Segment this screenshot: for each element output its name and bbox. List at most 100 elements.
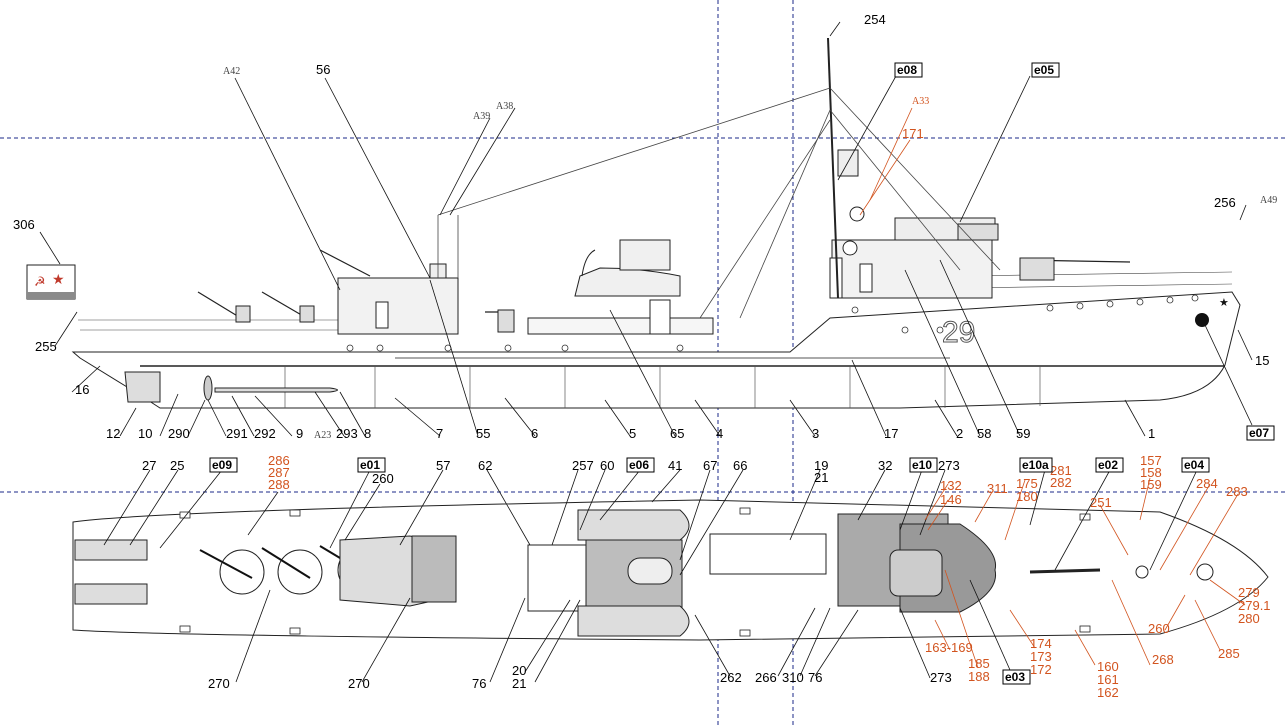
callout-7: 7 <box>436 426 443 441</box>
callout-66: 66 <box>733 458 747 473</box>
callout-279-1: 279.1 <box>1238 598 1271 613</box>
callout-311: 311 <box>987 481 1008 496</box>
top-view <box>72 499 1269 641</box>
callout-132: 132 <box>940 478 962 493</box>
callout-5: 5 <box>629 426 636 441</box>
callout-3: 3 <box>812 426 819 441</box>
callout-262: 262 <box>720 670 742 685</box>
box-e06: e06 <box>629 458 649 472</box>
propeller <box>203 375 213 401</box>
callout-266: 266 <box>755 670 777 685</box>
callout-19: 19 <box>814 458 828 473</box>
hull-number: 29 <box>942 316 975 349</box>
box-e02: e02 <box>1098 458 1118 472</box>
callout-76b: 76 <box>808 670 822 685</box>
callout-188: 188 <box>968 669 990 684</box>
callout-76a: 76 <box>472 676 486 691</box>
box-e09: e09 <box>212 458 232 472</box>
callout-280: 280 <box>1238 611 1260 626</box>
callout-9: 9 <box>296 426 303 441</box>
callout-255: 255 <box>35 339 57 354</box>
callout-2: 2 <box>956 426 963 441</box>
callout-292: 292 <box>254 426 276 441</box>
callout-254: 254 <box>864 12 886 27</box>
callout-159: 159 <box>1140 477 1162 492</box>
box-e10a: e10a <box>1022 458 1049 472</box>
callout-8: 8 <box>364 426 371 441</box>
callout-A42: A42 <box>223 66 240 77</box>
callout-279: 279 <box>1238 585 1260 600</box>
callout-163-169: 163-169 <box>925 640 973 655</box>
callout-281: 281 <box>1050 463 1072 478</box>
callout-20: 20 <box>512 663 526 678</box>
callout-A49: A49 <box>1260 195 1277 206</box>
callout-157: 157 <box>1140 453 1162 468</box>
callout-25: 25 <box>170 458 184 473</box>
callout-310: 310 <box>782 670 804 685</box>
callout-171: 171 <box>902 126 924 141</box>
callout-12: 12 <box>106 426 120 441</box>
callout-1: 1 <box>1148 426 1155 441</box>
callout-273a: 273 <box>938 458 960 473</box>
callout-287: 287 <box>268 465 290 480</box>
callout-17: 17 <box>884 426 898 441</box>
callout-16: 16 <box>75 382 89 397</box>
rudder <box>124 371 161 403</box>
callout-293: 293 <box>336 426 358 441</box>
callout-257: 257 <box>572 458 594 473</box>
callout-A33: A33 <box>912 96 929 107</box>
box-e01: e01 <box>360 458 380 472</box>
callout-260a: 260 <box>372 471 394 486</box>
callout-A23: A23 <box>314 430 331 441</box>
box-e05: e05 <box>1034 63 1054 77</box>
callout-A38: A38 <box>496 101 513 112</box>
callout-172: 172 <box>1030 662 1052 677</box>
callout-260b: 260 <box>1148 621 1170 636</box>
mid-deck-structure <box>527 317 714 335</box>
callout-273b: 273 <box>930 670 952 685</box>
funnel <box>619 239 671 271</box>
callout-56: 56 <box>316 62 330 77</box>
callout-59: 59 <box>1016 426 1030 441</box>
callout-174: 174 <box>1030 636 1052 651</box>
svg-text:☭: ☭ <box>34 275 46 290</box>
callout-58: 58 <box>977 426 991 441</box>
callout-27: 27 <box>142 458 156 473</box>
svg-text:★: ★ <box>52 272 65 288</box>
callout-175: 175 <box>1016 476 1038 491</box>
box-e03: e03 <box>1005 670 1025 684</box>
raft-rack-aft <box>527 544 589 612</box>
callout-60: 60 <box>600 458 614 473</box>
callout-15: 15 <box>1255 353 1269 368</box>
callout-282: 282 <box>1050 475 1072 490</box>
callout-270b: 270 <box>348 676 370 691</box>
aft-deckhouse <box>337 277 459 335</box>
mast <box>827 37 839 299</box>
callout-62: 62 <box>478 458 492 473</box>
callout-291: 291 <box>226 426 248 441</box>
box-e07: e07 <box>1249 426 1269 440</box>
callout-32: 32 <box>878 458 892 473</box>
callout-65: 65 <box>670 426 684 441</box>
callout-10: 10 <box>138 426 152 441</box>
callout-286: 286 <box>268 453 290 468</box>
callout-173: 173 <box>1030 649 1052 664</box>
callout-284: 284 <box>1196 476 1218 491</box>
callout-270a: 270 <box>208 676 230 691</box>
callout-146: 146 <box>940 492 962 507</box>
callout-6: 6 <box>531 426 538 441</box>
callout-290: 290 <box>168 426 190 441</box>
box-e10: e10 <box>912 458 932 472</box>
raft-rack-fwd <box>709 533 827 575</box>
callout-268: 268 <box>1152 652 1174 667</box>
boat <box>574 267 681 297</box>
callout-251: 251 <box>1090 495 1112 510</box>
callout-41: 41 <box>668 458 682 473</box>
callout-288: 288 <box>268 477 290 492</box>
callout-283: 283 <box>1226 484 1248 499</box>
guards-emblem <box>1195 313 1209 327</box>
callout-21b: 21 <box>512 676 526 691</box>
callout-57: 57 <box>436 458 450 473</box>
